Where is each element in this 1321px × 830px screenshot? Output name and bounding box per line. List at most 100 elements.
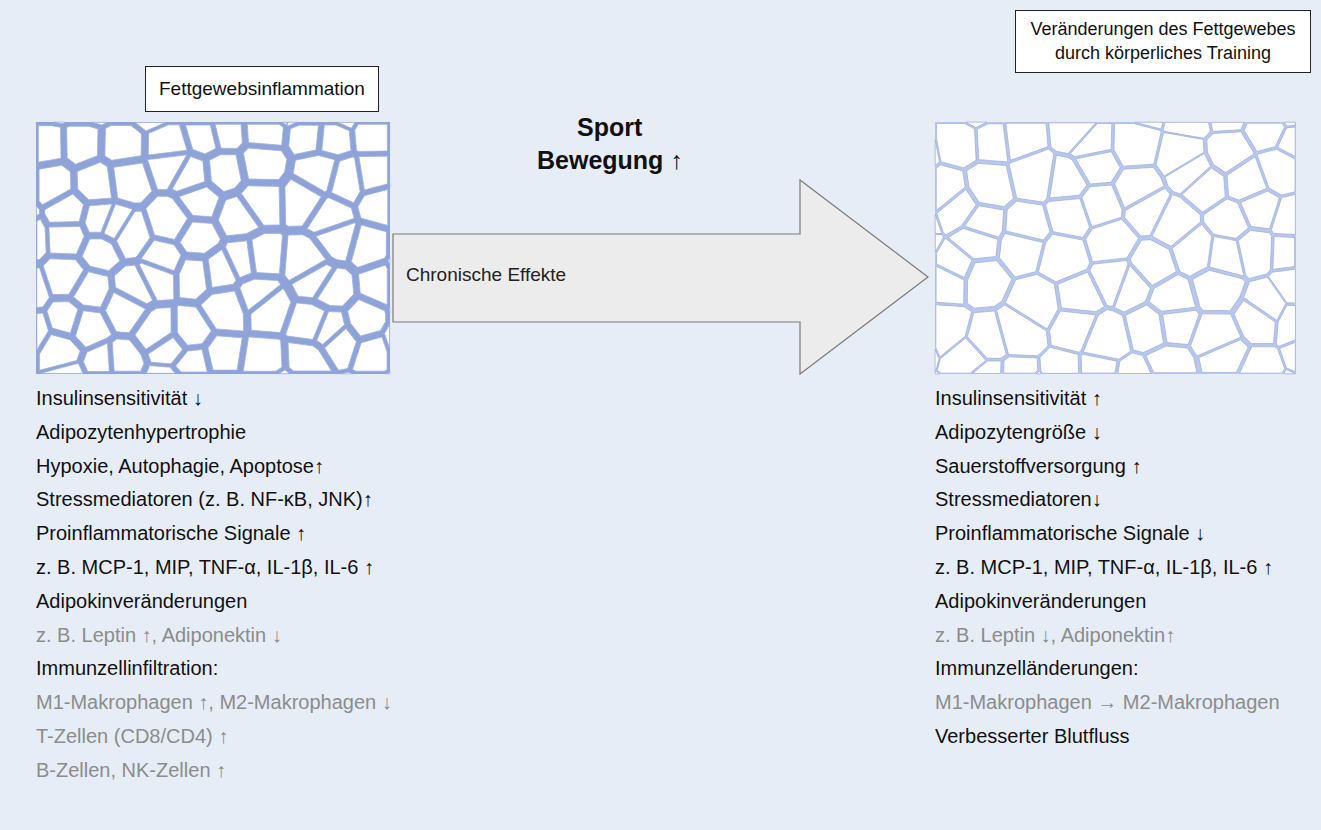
list-item: z. B. MCP-1, MIP, TNF-α, IL-1β, IL-6 ↑ bbox=[935, 555, 1273, 579]
adipocyte bbox=[37, 219, 46, 259]
adipocyte bbox=[288, 343, 332, 371]
adipocyte bbox=[279, 370, 290, 374]
adipocyte bbox=[317, 268, 353, 306]
adipocyte bbox=[352, 337, 387, 371]
adipocyte bbox=[389, 185, 390, 187]
adipocyte bbox=[967, 261, 1011, 309]
adipocyte bbox=[146, 366, 175, 374]
adipocyte bbox=[112, 339, 144, 371]
list-item: Immunzelländerungen: bbox=[935, 656, 1138, 680]
adipocyte bbox=[83, 343, 109, 371]
adipocyte bbox=[1276, 305, 1295, 346]
adipocyte bbox=[74, 272, 110, 307]
adipocyte bbox=[348, 300, 386, 336]
list-item: Immunzellinfiltration: bbox=[36, 656, 218, 680]
arrow-body bbox=[393, 180, 928, 374]
adipocyte bbox=[1149, 275, 1195, 312]
adipocyte bbox=[243, 148, 286, 180]
adipocyte bbox=[322, 125, 351, 155]
adipocyte bbox=[1271, 194, 1295, 234]
histology-image bbox=[36, 122, 390, 374]
adipocyte bbox=[1284, 370, 1296, 374]
tissue-ground bbox=[935, 122, 1296, 374]
adipocyte bbox=[948, 228, 998, 258]
adipocyte bbox=[106, 293, 146, 333]
list-item: Insulinsensitivität ↓ bbox=[36, 386, 203, 410]
adipocyte bbox=[105, 125, 142, 160]
adipocyte bbox=[359, 156, 388, 190]
adipocyte bbox=[359, 265, 388, 304]
adipocyte bbox=[1125, 305, 1163, 353]
list-item: Adipokinveränderungen bbox=[36, 589, 247, 613]
list-item: M1-Makrophagen ↑, M2-Makrophagen ↓ bbox=[36, 690, 392, 714]
adipocyte bbox=[387, 372, 390, 374]
adipocyte bbox=[1086, 219, 1139, 261]
adipocyte bbox=[243, 337, 282, 371]
adipocyte bbox=[1004, 357, 1038, 373]
adipocyte bbox=[49, 226, 84, 254]
list-item: M1-Makrophagen → M2-Makrophagen bbox=[935, 690, 1280, 714]
adipocyte bbox=[210, 155, 242, 192]
adipocyte bbox=[388, 258, 390, 265]
title-box: Fettgewebsinflammation bbox=[145, 66, 379, 112]
adipocyte bbox=[148, 125, 187, 155]
adipocyte bbox=[1280, 342, 1296, 371]
list-item: Verbesserter Blutfluss bbox=[935, 724, 1130, 748]
adipocyte bbox=[358, 190, 388, 226]
adipocyte bbox=[1037, 371, 1042, 374]
adipocyte bbox=[1193, 270, 1246, 310]
histology-image bbox=[935, 122, 1296, 374]
adipocyte bbox=[385, 324, 390, 348]
adipocyte bbox=[1070, 123, 1112, 156]
list-item: Stressmediatoren (z. B. NF-κB, JNK)↑ bbox=[36, 487, 373, 511]
arrow-heading: Bewegung ↑ bbox=[537, 145, 683, 175]
adipocyte bbox=[1240, 347, 1285, 373]
list-item: z. B. Leptin ↑, Adiponektin ↓ bbox=[36, 623, 282, 647]
adipocyte bbox=[146, 196, 187, 239]
adipocyte bbox=[38, 126, 61, 162]
title-box: Veränderungen des Fettgewebes durch körp… bbox=[1015, 10, 1311, 73]
list-item: B-Zellen, NK-Zellen ↑ bbox=[36, 758, 226, 782]
adipocyte bbox=[1081, 354, 1117, 373]
adipocyte bbox=[176, 350, 208, 372]
adipocyte bbox=[93, 122, 107, 125]
adipocyte bbox=[139, 263, 174, 300]
adipocyte bbox=[77, 162, 111, 199]
adipocyte bbox=[1083, 310, 1130, 360]
adipocyte bbox=[1172, 224, 1212, 276]
adipocyte bbox=[967, 163, 1014, 206]
adipocyte bbox=[208, 336, 242, 370]
title-text: Fettgewebsinflammation bbox=[159, 76, 365, 102]
adipocyte bbox=[1284, 122, 1295, 126]
adipocyte bbox=[977, 124, 1007, 162]
adipocyte bbox=[43, 259, 83, 295]
adipocyte bbox=[1040, 347, 1079, 373]
list-item: Proinflammatorische Signale ↑ bbox=[36, 521, 306, 545]
adipocyte bbox=[201, 291, 244, 331]
adipocyte bbox=[54, 122, 65, 124]
adipocyte bbox=[172, 157, 205, 192]
list-item: Hypoxie, Autophagie, Apoptose↑ bbox=[36, 454, 324, 478]
list-item: Insulinsensitivität ↑ bbox=[935, 386, 1102, 410]
adipocyte bbox=[148, 338, 182, 364]
arrow-shape: Chronische Effekte bbox=[392, 178, 932, 376]
adipocyte bbox=[332, 157, 361, 203]
adipocyte bbox=[936, 123, 976, 168]
list-item: z. B. MCP-1, MIP, TNF-α, IL-1β, IL-6 ↑ bbox=[36, 555, 374, 579]
adipocyte bbox=[389, 308, 391, 313]
adipocyte bbox=[286, 303, 325, 339]
list-item: Adipokinveränderungen bbox=[935, 589, 1146, 613]
adipocyte bbox=[1114, 123, 1161, 166]
adipocyte bbox=[247, 124, 283, 145]
adipocyte bbox=[1009, 149, 1054, 202]
adipocyte bbox=[1273, 237, 1295, 270]
adipocyte bbox=[341, 372, 353, 374]
adipocyte bbox=[82, 239, 120, 271]
adipocyte bbox=[251, 289, 291, 333]
adipocyte bbox=[41, 363, 83, 373]
adipocyte bbox=[282, 122, 287, 125]
adipocyte bbox=[999, 233, 1043, 276]
adipocyte bbox=[935, 371, 939, 374]
adipocyte bbox=[185, 125, 215, 154]
arrow-label: Chronische Effekte bbox=[406, 264, 566, 286]
